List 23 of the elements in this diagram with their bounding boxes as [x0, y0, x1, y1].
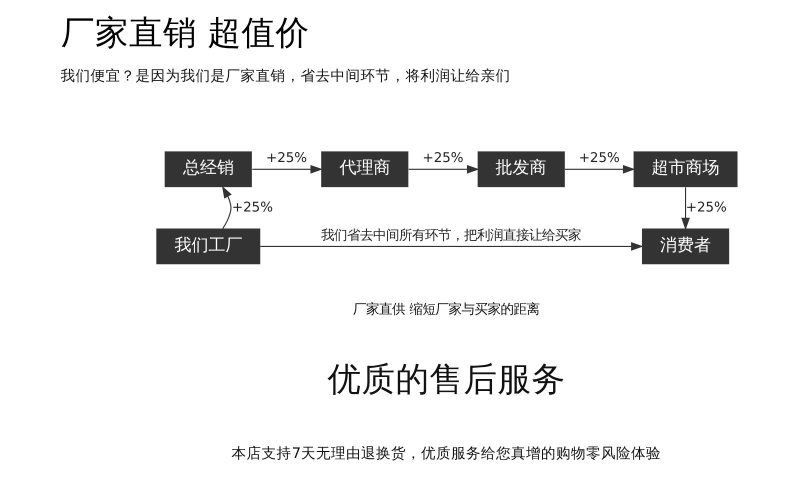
label: 我们便宜？是因为我们是厂家直销，省去中间环节，将利润让给亲们 [60, 68, 510, 84]
arrow [680, 187, 690, 230]
edge-label: +25% [266, 151, 307, 166]
arrow [252, 164, 322, 174]
edge-label: 我们省去中间所有环节，把利润直接让给买家 [320, 228, 581, 244]
arrow [408, 164, 479, 174]
node-box: 总经销 [164, 151, 252, 188]
node-box: 批发商 [477, 151, 564, 188]
label: 厂家直供 缩短厂家与买家的距离 [352, 302, 539, 318]
edge-label: +25% [578, 151, 620, 166]
node-box: 代理商 [320, 151, 408, 188]
node-box: 消费者 [641, 228, 729, 264]
label: 优质的售后服务 [326, 360, 565, 399]
edge-label: +25% [685, 200, 726, 216]
node-box: 超市商场 [633, 151, 738, 188]
node-box: 我们工厂 [156, 228, 260, 264]
label: 本店支持7天无理由退换货，优质服务给您真增的购物零风险体验 [231, 446, 660, 462]
diagram-title: 厂家直销 超值价 [60, 13, 310, 52]
arrow [260, 242, 643, 251]
edge-label: +25% [422, 151, 464, 166]
arrow [564, 164, 635, 174]
edge-label: +25% [231, 200, 272, 216]
arrow [222, 186, 232, 229]
